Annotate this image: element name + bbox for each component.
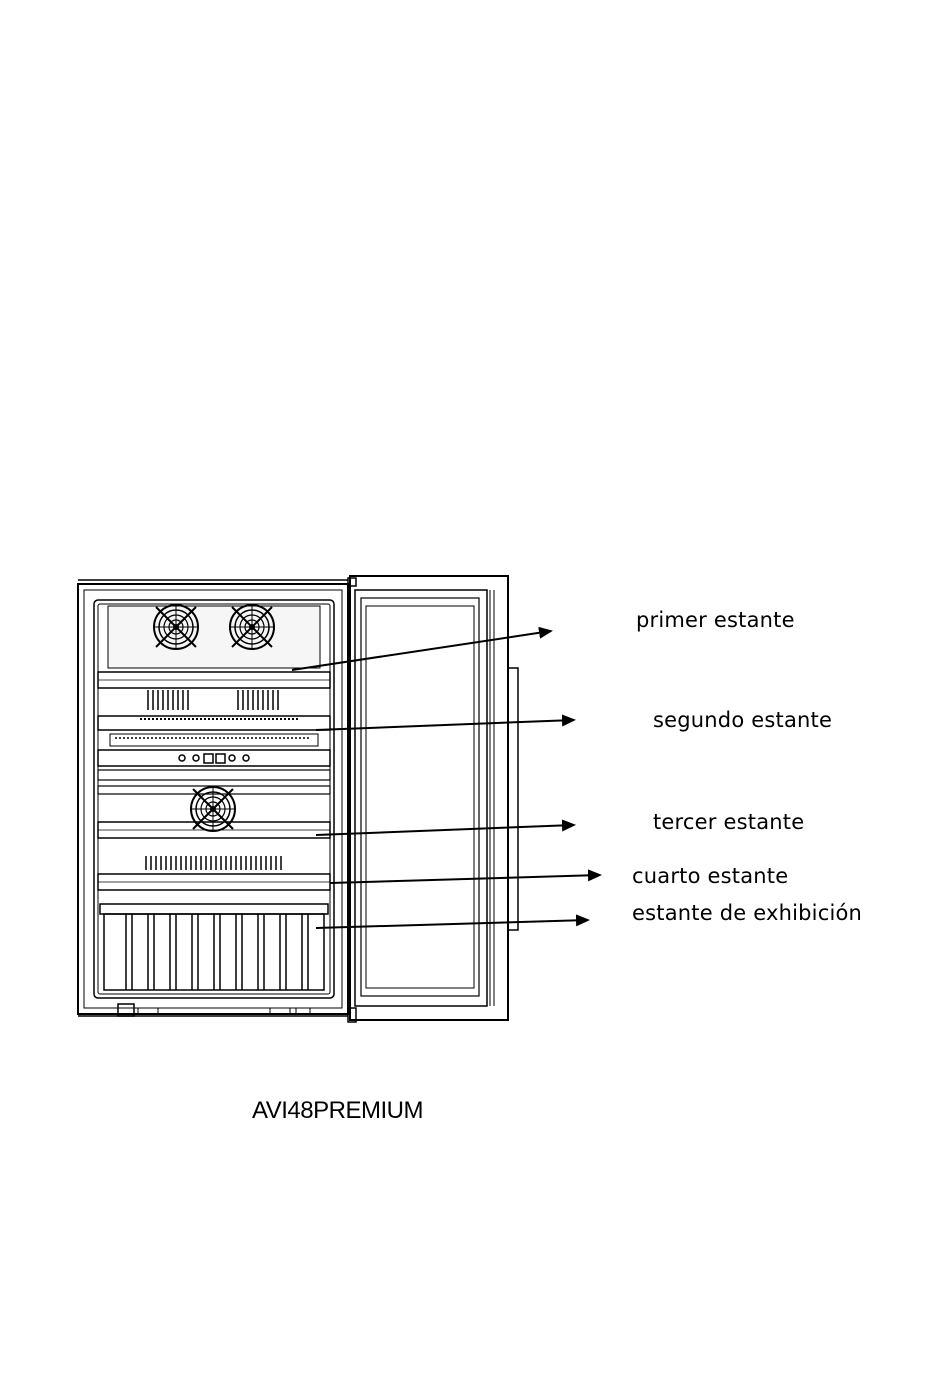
- arrows: [292, 631, 600, 928]
- label-cuarto-estante: cuarto estante: [632, 864, 788, 888]
- arrow-icon: [316, 920, 588, 928]
- fan-icon: [154, 605, 198, 649]
- shelf-2: [98, 716, 330, 746]
- label-primer-estante: primer estante: [636, 608, 795, 632]
- arrow-icon: [292, 631, 551, 670]
- shelf-4: [98, 874, 330, 890]
- label-segundo-estante: segundo estante: [653, 708, 832, 732]
- vent-upper: [148, 690, 278, 710]
- model-name: AVI48PREMIUM: [252, 1097, 423, 1125]
- fan-icon: [230, 605, 274, 649]
- display-shelf: [100, 904, 328, 990]
- shelf-3: [98, 822, 330, 838]
- control-panel: [98, 750, 330, 766]
- label-estante-exhibicion: estante de exhibición: [632, 901, 862, 925]
- rails: [98, 770, 330, 794]
- door: [348, 576, 518, 1022]
- arrow-icon: [330, 875, 600, 883]
- shelf-1: [98, 672, 330, 688]
- vent-lower: [146, 856, 281, 870]
- label-tercer-estante: tercer estante: [653, 810, 804, 834]
